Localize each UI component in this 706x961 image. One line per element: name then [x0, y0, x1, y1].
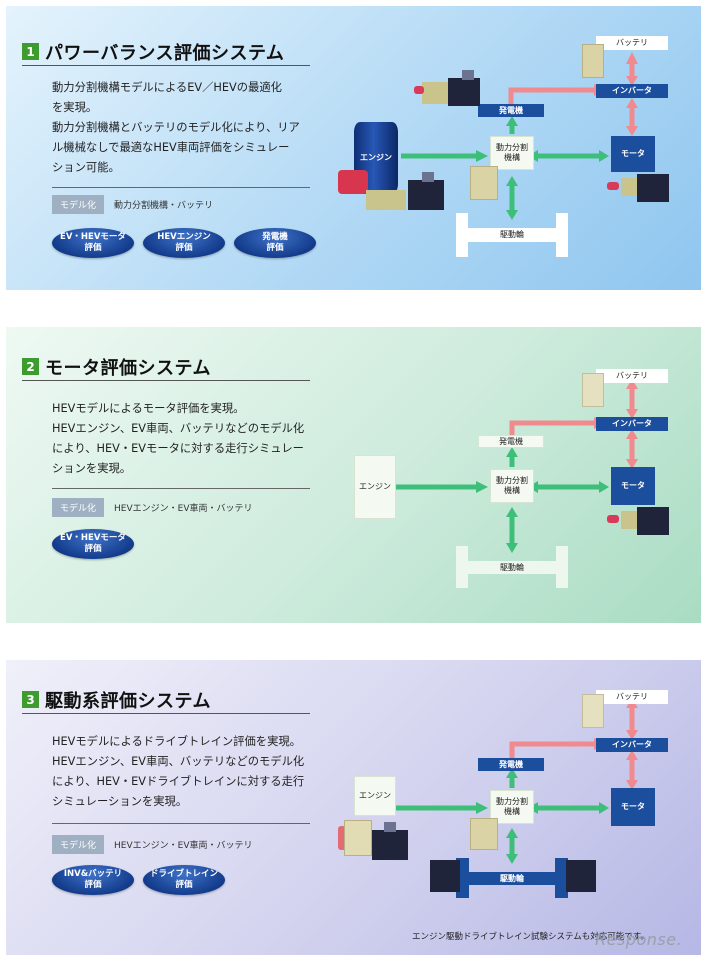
- model-text: 動力分割機構・バッテリ: [114, 201, 214, 211]
- desc-line: HEVモデルによるモータ評価を実現。: [52, 402, 245, 415]
- motor-test-machine-icon: [607, 170, 671, 206]
- generator-box: 発電機: [478, 758, 544, 771]
- response-logo: Response.: [595, 930, 683, 949]
- desc-line: を実現。: [52, 101, 98, 114]
- system-diagram: バッテリ インバータ 発電機 動力分割 機構 モータ エンジン 駆動輪: [326, 660, 701, 944]
- model-tag: モデル化: [52, 498, 105, 517]
- panel-motor-evaluation: 2 モータ評価システム HEVモデルによるモータ評価を実現。 HEVエンジン、E…: [6, 327, 701, 623]
- section-title: モータ評価システム: [45, 357, 211, 379]
- pill-ev-hev-motor[interactable]: EV・HEVモータ 評価: [52, 228, 134, 258]
- section-title: パワーバランス評価システム: [45, 42, 285, 64]
- model-tag: モデル化: [52, 195, 105, 214]
- inverter-box: インバータ: [596, 84, 668, 98]
- section-description: HEVモデルによるドライブトレイン評価を実現。 HEVエンジン、EV車両、バッテ…: [52, 732, 322, 812]
- evaluation-pills: EV・HEVモータ 評価 HEVエンジン 評価 発電機 評価: [52, 228, 316, 258]
- battery-box: バッテリ: [596, 369, 668, 383]
- right-wheel-dyno-icon: [566, 860, 596, 892]
- system-diagram: バッテリ インバータ 発電機 動力分割 機構 モータ 駆動輪 エンジン: [326, 6, 701, 290]
- desc-line: HEVエンジン、EV車両、バッテリなどのモデル化: [52, 755, 305, 768]
- generator-box: 発電機: [478, 435, 544, 448]
- desc-line: により、HEV・EVドライブトレインに対する走行: [52, 775, 305, 788]
- desc-line: HEVエンジン、EV車両、バッテリなどのモデル化: [52, 422, 305, 435]
- model-tag: モデル化: [52, 835, 105, 854]
- divider: [52, 488, 310, 489]
- model-row: モデル化 HEVエンジン・EV車両・バッテリ: [52, 835, 252, 854]
- model-text: HEVエンジン・EV車両・バッテリ: [114, 841, 253, 851]
- pill-drivetrain[interactable]: ドライブトレイン 評価: [143, 865, 225, 895]
- left-wheel-dyno-icon: [430, 860, 460, 892]
- system-diagram: バッテリ インバータ 発電機 動力分割 機構 モータ エンジン 駆動輪: [326, 327, 701, 611]
- model-row: モデル化 動力分割機構・バッテリ: [52, 195, 213, 214]
- section-number-badge: 2: [22, 358, 39, 375]
- inverter-box: インバータ: [596, 738, 668, 752]
- wheels-label: 駆動輪: [500, 563, 524, 572]
- motor-test-machine-icon: [607, 503, 671, 539]
- desc-line: ル機械なしで最適なHEV車両評価をシミュレー: [52, 141, 290, 154]
- battery-box: バッテリ: [596, 36, 668, 50]
- pill-generator[interactable]: 発電機 評価: [234, 228, 316, 258]
- controller-rack-icon: [470, 166, 498, 200]
- section-description: HEVモデルによるモータ評価を実現。 HEVエンジン、EV車両、バッテリなどのモ…: [52, 399, 322, 479]
- section-heading: 2 モータ評価システム: [22, 353, 310, 381]
- panel-drivetrain-evaluation: 3 駆動系評価システム HEVモデルによるドライブトレイン評価を実現。 HEVエ…: [6, 660, 701, 955]
- section-heading: 1 パワーバランス評価システム: [22, 38, 310, 66]
- desc-line: 動力分割機構モデルによるEV／HEVの最適化: [52, 81, 282, 94]
- engine-box: エンジン: [354, 455, 396, 519]
- section-title: 駆動系評価システム: [45, 690, 211, 712]
- wheels-label: 駆動輪: [500, 230, 524, 239]
- section-heading: 3 駆動系評価システム: [22, 686, 310, 714]
- engine-test-machine-icon: [338, 170, 446, 214]
- engine-label: エンジン: [360, 153, 392, 162]
- motor-box: モータ: [611, 136, 655, 172]
- generator-box: 発電機: [478, 104, 544, 117]
- controller-rack-icon: [470, 818, 498, 850]
- battery-rack-icon: [582, 44, 604, 78]
- desc-line: HEVモデルによるドライブトレイン評価を実現。: [52, 735, 301, 748]
- footer-note: エンジン駆動ドライブトレイン試験システムも対応可能です。: [412, 932, 649, 942]
- engine-test-machine-icon: [338, 820, 408, 864]
- motor-box: モータ: [611, 467, 655, 505]
- pill-inv-battery[interactable]: INV&バッテリ 評価: [52, 865, 134, 895]
- divider: [52, 187, 310, 188]
- desc-line: ション可能。: [52, 161, 120, 174]
- evaluation-pills: EV・HEVモータ 評価: [52, 529, 134, 559]
- inverter-box: インバータ: [596, 417, 668, 431]
- panel-power-balance: 1 パワーバランス評価システム 動力分割機構モデルによるEV／HEVの最適化 を…: [6, 6, 701, 290]
- wheels-label: 駆動輪: [500, 873, 524, 883]
- engine-box: エンジン: [354, 776, 396, 816]
- pill-ev-hev-motor[interactable]: EV・HEVモータ 評価: [52, 529, 134, 559]
- desc-line: により、HEV・EVモータに対する走行シミュレー: [52, 442, 304, 455]
- diagram-arrows: [401, 52, 638, 257]
- desc-line: ションを実現。: [52, 462, 132, 475]
- section-description: 動力分割機構モデルによるEV／HEVの最適化 を実現。 動力分割機構とバッテリの…: [52, 78, 322, 178]
- battery-box: バッテリ: [596, 690, 668, 704]
- power-split-box: 動力分割 機構: [490, 469, 534, 503]
- section-number-badge: 3: [22, 691, 39, 708]
- diagram-arrows: [396, 379, 638, 588]
- model-text: HEVエンジン・EV車両・バッテリ: [114, 504, 253, 514]
- section-number-badge: 1: [22, 43, 39, 60]
- desc-line: シミュレーションを実現。: [52, 795, 188, 808]
- pill-hev-engine[interactable]: HEVエンジン 評価: [143, 228, 225, 258]
- desc-line: 動力分割機構とバッテリのモデル化により、リア: [52, 121, 300, 134]
- motor-box: モータ: [611, 788, 655, 826]
- divider: [52, 823, 310, 824]
- power-split-box: 動力分割 機構: [490, 136, 534, 170]
- generator-test-machine-icon: [414, 70, 482, 110]
- model-row: モデル化 HEVエンジン・EV車両・バッテリ: [52, 498, 252, 517]
- evaluation-pills: INV&バッテリ 評価 ドライブトレイン 評価: [52, 865, 225, 895]
- battery-rack-icon: [582, 373, 604, 407]
- battery-rack-icon: [582, 694, 604, 728]
